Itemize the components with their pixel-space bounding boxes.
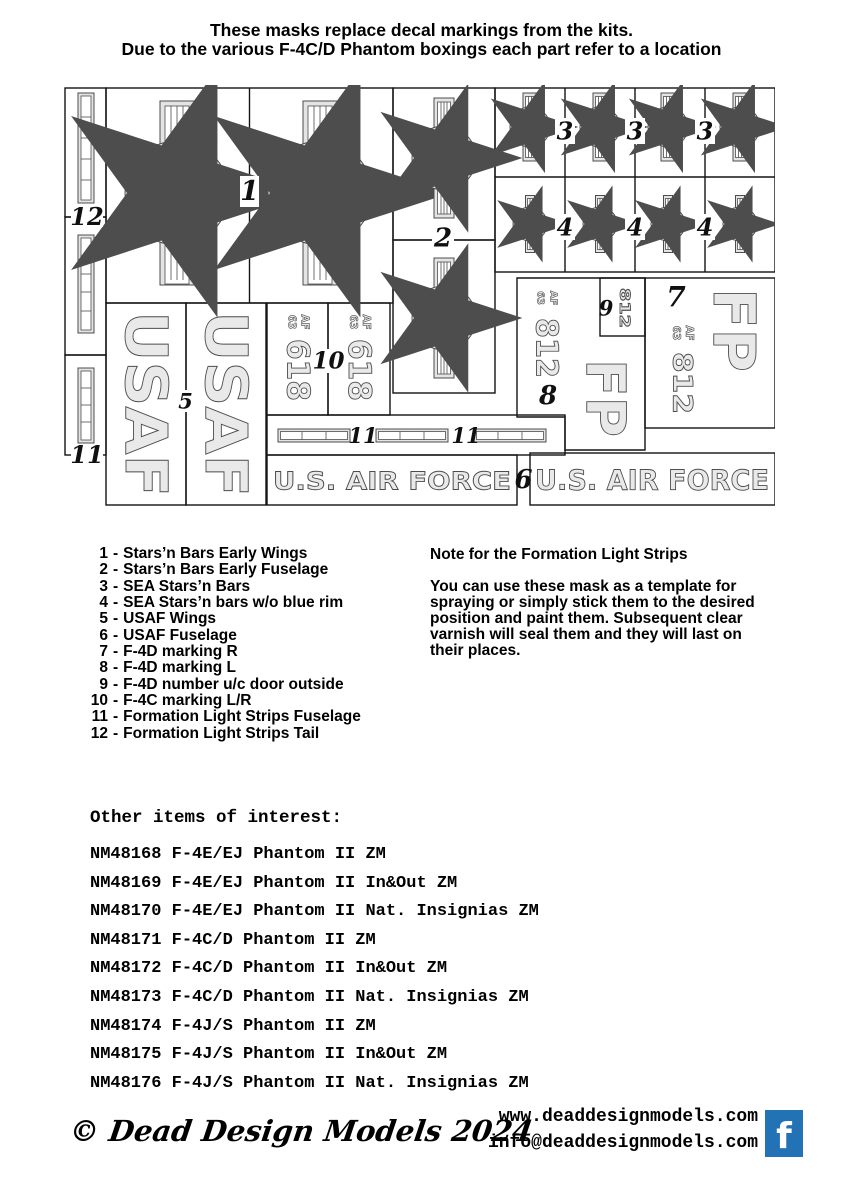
part-label-9: 9 [599,296,614,321]
formation-strip-fuselage-2 [375,428,449,443]
other-item: NM48171 F-4C/D Phantom II ZM [90,930,376,950]
legend-item: 6-USAF Fuselage [99,626,237,644]
stars-bars-early-wings-insignia-2 [268,101,372,285]
part-label-11a: 11 [348,423,377,448]
stencil-812-ucdoor: 812 [616,288,632,328]
stencil-618-1: 618 [280,339,316,401]
part-label-3a: 3 [557,117,574,146]
formation-strip-tail-3 [77,367,95,444]
part-label-6: 6 [514,465,532,495]
legend-item: 1-Stars’n Bars Early Wings [99,545,308,562]
formation-strip-tail-1 [77,92,95,204]
sea-stars-bars-insignia-1 [510,93,550,161]
stencil-usaf-wings-2: USAF [192,311,260,497]
legend-item: 10-F-4C marking L/R [90,692,252,710]
sea-stars-bars-norim-insignia-2 [583,196,617,253]
part-label-5: 5 [178,389,193,414]
facebook-icon[interactable]: f [765,1110,803,1157]
part-label-4a: 4 [557,213,574,242]
part-label-1: 1 [240,176,259,207]
stencil-812-left: 812 [529,318,564,378]
part-label-3b: 3 [627,117,644,146]
stencil-fp-right: FP [700,288,768,372]
mask-layout-diagram: USAF USAF AF 63 618 AF 63 618 AF 63 812 … [64,87,775,506]
stencil-63-3: 63 [535,291,546,305]
stencil-63-4: 63 [670,326,682,341]
stencil-usaf-wings-1: USAF [112,311,180,497]
facebook-f-glyph: f [776,1116,792,1157]
other-items-title: Other items of interest: [90,808,343,828]
label-backgrounds [71,118,715,465]
legend-item: 3-SEA Stars’n Bars [99,577,251,595]
stars-bars-early-wings-insignia-1 [125,101,229,285]
sea-stars-bars-insignia-2 [580,93,620,161]
part-label-2: 2 [433,224,452,254]
legend-item: 9-F-4D number u/c door outside [99,675,344,693]
legend-item: 7-F-4D marking R [99,643,238,661]
sea-stars-bars-norim-insignia-4 [723,196,757,253]
email-text: info@deaddesignmodels.com [487,1133,758,1153]
sea-stars-bars-insignia-4 [720,93,760,161]
stencil-63-1: 63 [286,315,298,330]
part-label-11b: 11 [451,423,480,448]
legend-item: 2-Stars’n Bars Early Fuselage [99,561,329,579]
legend-item: 12-Formation Light Strips Tail [90,724,320,742]
part-label-3c: 3 [697,117,714,146]
other-item: NM48170 F-4E/EJ Phantom II Nat. Insignia… [90,902,539,922]
header-line-2: Due to the various F-4C/D Phantom boxing… [121,39,722,59]
legend-item: 8-F-4D marking L [99,659,236,677]
sea-stars-bars-norim-insignia-1 [513,196,547,253]
formation-strip-fuselage-1 [277,428,351,443]
stars-bars-early-fuselage-insignia-2 [412,258,476,378]
stencil-af-3: AF [548,291,559,306]
stencil-812-right: 812 [667,352,698,414]
sea-stars-bars-norim-insignia-3 [651,196,685,253]
website-text: www.deaddesignmodels.com [498,1107,758,1127]
stencil-af-2: AF [360,314,372,329]
header: These masks replace decal markings from … [0,21,843,59]
part-label-8: 8 [538,381,557,411]
legend-item: 4-SEA Stars’n bars w/o blue rim [99,594,344,612]
legend-item: 5-USAF Wings [99,610,217,628]
part-label-11-tail: 11 [70,440,103,469]
stencil-us-air-force-left: U.S. AIR FORCE [273,467,511,496]
parts-legend: 1-Stars’n Bars Early Wings 2-Stars’n Bar… [86,545,361,742]
part-label-4c: 4 [697,213,714,242]
part-label-10: 10 [312,348,344,375]
other-items-section: Other items of interest: NM48168 F-4E/EJ… [90,806,539,1098]
other-item: NM48169 F-4E/EJ Phantom II In&Out ZM [90,873,458,893]
stencil-fp-left: FP [574,359,637,437]
note-body: You can use these mask as a template for… [430,578,755,659]
stencil-af-4: AF [683,325,695,340]
copyright-text: © Dead Design Models 2024 [67,1114,535,1148]
formation-strips-note: Note for the Formation Light Strips You … [430,546,775,659]
stencil-63-2: 63 [347,315,359,330]
part-label-12: 12 [70,202,103,231]
legend-item: 11-Formation Light Strips Fuselage [91,708,361,726]
stencil-618-2: 618 [341,339,377,401]
other-item: NM48173 F-4C/D Phantom II Nat. Insignias… [90,987,529,1007]
other-item: NM48176 F-4J/S Phantom II Nat. Insignias… [90,1073,529,1093]
header-line-1: These masks replace decal markings from … [209,20,634,40]
sea-stars-bars-insignia-3 [648,93,688,161]
stencil-af-1: AF [299,314,311,329]
other-item: NM48168 F-4E/EJ Phantom II ZM [90,845,386,864]
part-label-7: 7 [666,281,686,314]
formation-strip-fuselage-3 [473,428,547,443]
part-label-4b: 4 [627,213,644,242]
formation-strip-tail-2 [77,234,95,334]
other-item: NM48172 F-4C/D Phantom II In&Out ZM [90,959,448,979]
contact-block: www.deaddesignmodels.com info@deaddesign… [488,1104,758,1156]
other-item: NM48174 F-4J/S Phantom II ZM [90,1016,376,1036]
stencil-us-air-force-right: U.S. AIR FORCE [535,464,769,497]
note-title: Note for the Formation Light Strips [430,546,688,563]
other-item: NM48175 F-4J/S Phantom II In&Out ZM [90,1045,448,1065]
